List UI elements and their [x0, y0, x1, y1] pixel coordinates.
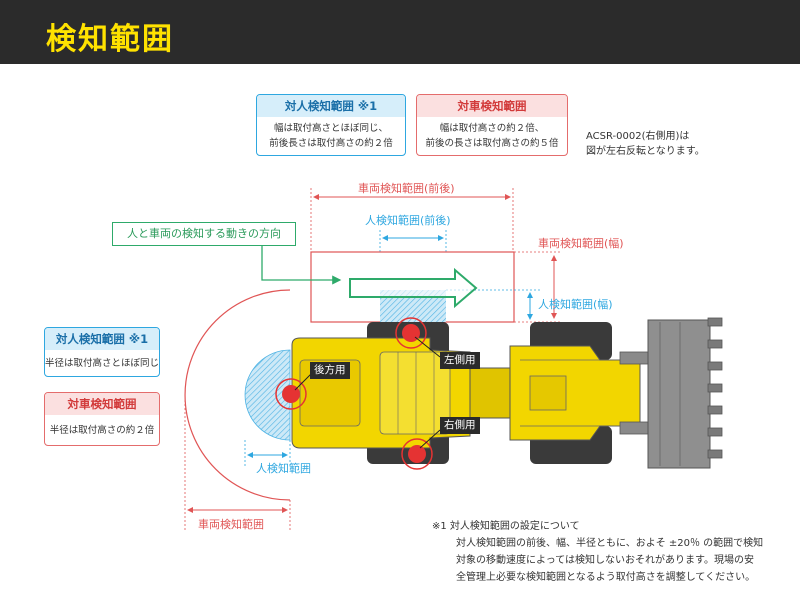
- footnote-line-3: 全管理上必要な検知範囲となるよう取付高さを調整してください。: [456, 572, 756, 583]
- left-legend-person-title: 対人検知範囲 ※1: [45, 328, 159, 350]
- page-title: 検知範囲: [46, 22, 174, 57]
- direction-arrow: [349, 267, 478, 309]
- left-legend-vehicle-title: 対車検知範囲: [45, 393, 159, 415]
- footnote-body: 対人検知範囲の前後、幅、半径ともに、およそ ±20％ の範囲で検知 対象の移動速…: [456, 535, 786, 586]
- left-legend-person: 対人検知範囲 ※1 半径は取付高さとほぼ同じ: [44, 327, 160, 377]
- top-legend-person-text: 幅は取付高さとほぼ同じ、 前後長さは取付高さの約２倍: [257, 117, 405, 151]
- model-note-line-1: ACSR-0002(右側用)は: [586, 131, 690, 142]
- top-legend-person: 対人検知範囲 ※1 幅は取付高さとほぼ同じ、 前後長さは取付高さの約２倍: [256, 94, 406, 156]
- top-legend-vehicle-line-1: 幅は取付高さの約２倍、: [439, 123, 545, 134]
- left-legend-vehicle-text: 半径は取付高さの約２倍: [49, 425, 155, 436]
- vehicle-width-label: 車両検知範囲(幅): [538, 237, 624, 250]
- right-sensor-label: 右側用: [440, 417, 480, 434]
- footnote-title: ※1 対人検知範囲の設定について: [432, 521, 580, 532]
- top-legend-vehicle-line-2: 前後の長さは取付高さの約５倍: [425, 138, 559, 149]
- vehicle-range-label: 車両検知範囲: [198, 518, 264, 531]
- top-legend-vehicle-text: 幅は取付高さの約２倍、 前後の長さは取付高さの約５倍: [417, 117, 567, 151]
- left-legend-person-text: 半径は取付高さとほぼ同じ: [45, 358, 160, 369]
- person-range-label: 人検知範囲: [256, 462, 311, 475]
- right-sensor: [401, 438, 433, 470]
- footnote-line-2: 対象の移動速度によっては検知しないおそれがあります。現場の安: [456, 555, 754, 566]
- rear-vehicle-zone: [184, 289, 291, 501]
- top-legend-person-line-1: 幅は取付高さとほぼ同じ、: [273, 123, 388, 134]
- top-legend-person-title: 対人検知範囲 ※1: [257, 95, 405, 117]
- left-legend-vehicle: 対車検知範囲 半径は取付高さの約２倍: [44, 392, 160, 446]
- footnote-line-1: 対人検知範囲の前後、幅、半径ともに、およそ ±20％ の範囲で検知: [456, 538, 764, 549]
- page-header: 検知範囲: [0, 0, 800, 64]
- top-legend-person-line-2: 前後長さは取付高さの約２倍: [269, 138, 393, 149]
- top-legend-vehicle: 対車検知範囲 幅は取付高さの約２倍、 前後の長さは取付高さの約５倍: [416, 94, 568, 156]
- person-front-back-label: 人検知範囲(前後): [365, 214, 451, 227]
- vehicle-front-back-label: 車両検知範囲(前後): [358, 182, 455, 195]
- left-sensor-label: 左側用: [440, 352, 480, 369]
- rear-person-zone: [244, 349, 291, 441]
- person-width-label: 人検知範囲(幅): [538, 298, 613, 311]
- model-note-line-2: 図が左右反転となります。: [586, 146, 705, 157]
- direction-label: 人と車両の検知する動きの方向: [112, 222, 296, 246]
- top-legend-vehicle-title: 対車検知範囲: [417, 95, 567, 117]
- rear-sensor-label: 後方用: [310, 362, 350, 379]
- model-note: ACSR-0002(右側用)は 図が左右反転となります。: [586, 129, 705, 159]
- bucket: [647, 319, 711, 469]
